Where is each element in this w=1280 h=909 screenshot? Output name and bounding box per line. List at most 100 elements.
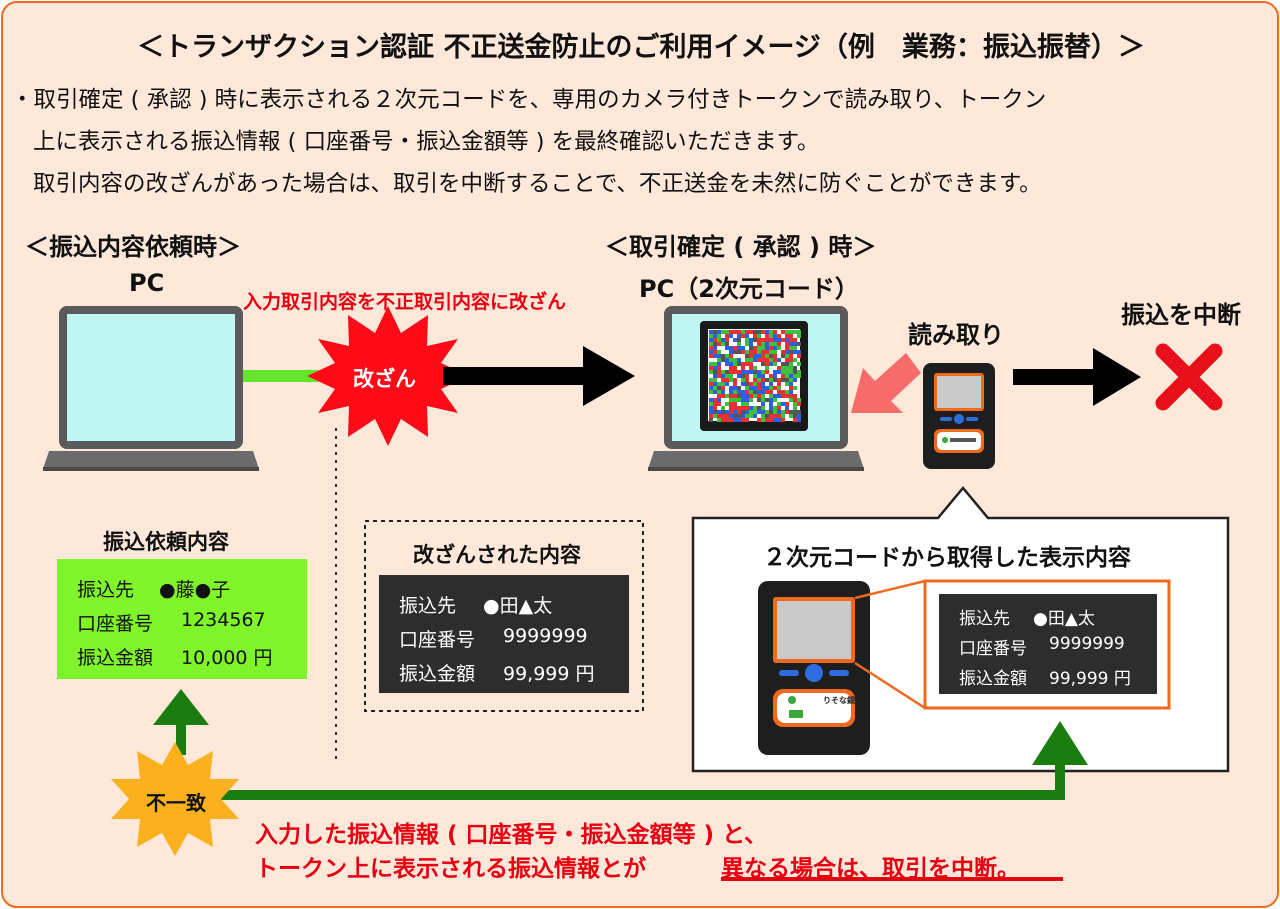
qr-module — [797, 410, 801, 414]
qr-module — [709, 338, 713, 342]
qr-module — [789, 346, 793, 350]
qr-module — [797, 370, 801, 374]
qr-module — [765, 370, 769, 374]
qr-module — [741, 374, 745, 378]
qr-module — [749, 382, 753, 386]
qr-module — [785, 342, 789, 346]
qr-module — [797, 362, 801, 366]
qr-module — [757, 382, 761, 386]
emphasis-underline — [721, 877, 1063, 881]
qr-module — [733, 382, 737, 386]
qr-module — [717, 362, 721, 366]
qr-module — [785, 338, 789, 342]
qr-module — [745, 350, 749, 354]
qr-module — [793, 418, 797, 422]
diagram-graphics: りそな銀行 — [43, 306, 1230, 881]
tampered-row-payee-key: 振込先 — [399, 595, 457, 617]
qr-module — [721, 338, 725, 342]
qr-module — [785, 406, 789, 410]
qr-module — [789, 398, 793, 402]
qr-module — [761, 346, 765, 350]
qr-module — [753, 382, 757, 386]
qr-module — [709, 342, 713, 346]
qr-module — [757, 378, 761, 382]
qr-module — [741, 362, 745, 366]
qr-module — [785, 366, 789, 370]
qr-module — [745, 354, 749, 358]
qr-module — [761, 374, 765, 378]
qr-module — [765, 386, 769, 390]
qr-module — [781, 374, 785, 378]
qr-module — [761, 354, 765, 358]
qr-module — [761, 390, 765, 394]
qr-module — [737, 342, 741, 346]
qr-module — [737, 418, 741, 422]
qr-module — [753, 350, 757, 354]
qr-module — [753, 378, 757, 382]
qr-module — [741, 390, 745, 394]
qr-module — [773, 394, 777, 398]
qr-module — [797, 334, 801, 338]
qr-module — [781, 362, 785, 366]
qr-module — [769, 350, 773, 354]
qr-module — [781, 402, 785, 406]
request-row-payee-value: ●藤●子 — [159, 579, 231, 601]
tamper-caption: 入力取引内容を不正取引内容に改ざん — [243, 291, 567, 313]
qr-module — [769, 342, 773, 346]
qr-module — [725, 418, 729, 422]
qr-module — [709, 330, 713, 334]
qr-module — [737, 362, 741, 366]
bottom-line-2-b: 異なる場合は、取引を中断。 — [721, 856, 1020, 882]
qr-module — [721, 342, 725, 346]
qr-module — [769, 358, 773, 362]
qr-module — [709, 402, 713, 406]
qr-module — [729, 366, 733, 370]
qr-module — [773, 386, 777, 390]
qr-module — [737, 410, 741, 414]
qr-module — [749, 410, 753, 414]
qr-module — [717, 394, 721, 398]
intro-line-3: 取引内容の改ざんがあった場合は、取引を中断することで、不正送金を未然に防ぐことが… — [33, 171, 1042, 197]
qr-module — [721, 358, 725, 362]
qr-module — [717, 418, 721, 422]
qr-module — [713, 370, 717, 374]
qr-module — [761, 342, 765, 346]
qr-module — [753, 346, 757, 350]
qr-module — [789, 366, 793, 370]
qr-module — [777, 414, 781, 418]
qr-module — [753, 414, 757, 418]
qr-module — [729, 378, 733, 382]
qr-module — [761, 382, 765, 386]
qr-module — [781, 330, 785, 334]
qr-module — [773, 338, 777, 342]
qr-module — [769, 386, 773, 390]
qr-module — [765, 414, 769, 418]
token-row-account-key: 口座番号 — [959, 639, 1027, 659]
qr-module — [765, 354, 769, 358]
qr-module — [785, 346, 789, 350]
qr-module — [725, 338, 729, 342]
qr-module — [785, 394, 789, 398]
qr-module — [737, 334, 741, 338]
qr-module — [781, 378, 785, 382]
qr-module — [733, 362, 737, 366]
token-box-title: ２次元コードから取得した表示内容 — [763, 545, 1131, 571]
qr-module — [745, 374, 749, 378]
qr-module — [717, 338, 721, 342]
qr-module — [753, 406, 757, 410]
qr-module — [753, 358, 757, 362]
qr-module — [785, 354, 789, 358]
request-box: 振込先 ●藤●子 口座番号 1234567 振込金額 10,000 円 — [57, 559, 307, 679]
qr-module — [785, 362, 789, 366]
qr-module — [725, 378, 729, 382]
qr-module — [773, 370, 777, 374]
qr-module — [773, 362, 777, 366]
mismatch-label: 不一致 — [146, 791, 206, 815]
qr-module — [793, 378, 797, 382]
qr-module — [773, 414, 777, 418]
qr-module — [717, 334, 721, 338]
qr-module — [785, 382, 789, 386]
qr-module — [753, 386, 757, 390]
qr-module — [769, 402, 773, 406]
